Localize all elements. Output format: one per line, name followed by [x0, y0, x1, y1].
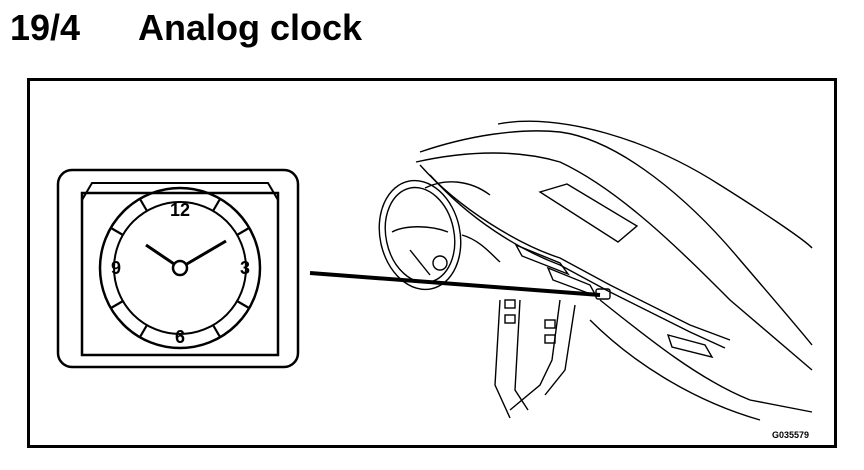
illustration-frame — [27, 78, 837, 448]
clock-ticks — [110, 198, 250, 338]
clock-face-outer — [98, 186, 262, 350]
dashboard-drawing — [378, 120, 813, 421]
clock-inset — [56, 168, 300, 369]
figure-id: G035579 — [772, 430, 810, 440]
section-number: 19/4 — [10, 7, 81, 48]
numeral-12: 12 — [170, 200, 190, 220]
pointer-line — [309, 271, 601, 297]
numeral-6: 6 — [175, 327, 185, 347]
numeral-3: 3 — [240, 258, 250, 278]
clock-face-inner — [113, 201, 247, 335]
minute-hand — [179, 239, 227, 270]
page-title: Analog clock — [138, 7, 363, 48]
hand-pivot — [171, 259, 189, 277]
numeral-9: 9 — [111, 258, 121, 278]
